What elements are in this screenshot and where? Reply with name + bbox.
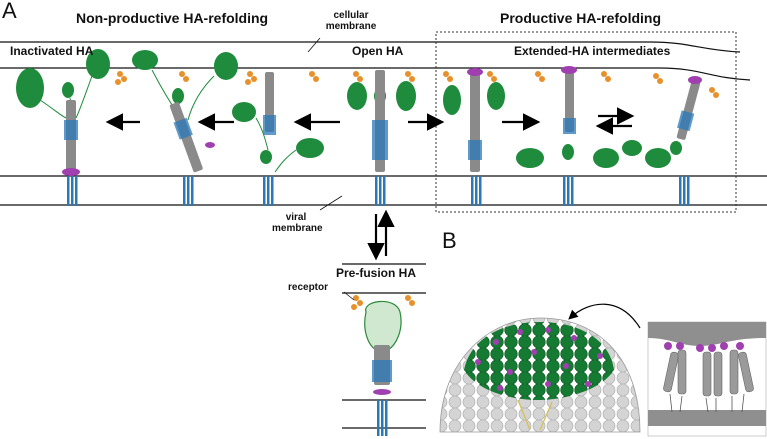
panel-b-letter: B: [442, 228, 457, 253]
extended-ha-label: Extended-HA intermediates: [514, 44, 671, 58]
viral-membrane-pointer: [319, 195, 343, 211]
cellular-membrane-pointer: [307, 37, 321, 53]
viral-membrane-label: viral membrane: [272, 212, 323, 234]
productive-heading: Productive HA-refolding: [500, 10, 662, 26]
receptor-pointer: [343, 291, 355, 301]
prefusion-ha: [351, 295, 415, 436]
extended-intermediate-2: [516, 66, 619, 206]
non-productive-intermediate-1: [132, 50, 238, 206]
cellular-membrane-label: cellular membrane: [325, 10, 377, 32]
inset-membranes: [647, 321, 767, 437]
open-ha-label: Open HA: [352, 44, 404, 58]
prefusion-ha-label: Pre-fusion HA: [336, 266, 417, 280]
panel-a-letter: A: [2, 0, 17, 23]
non-productive-heading: Non-productive HA-refolding: [76, 10, 269, 26]
extended-intermediate-3: [622, 76, 702, 206]
zoom-arrow: [568, 303, 641, 329]
non-productive-intermediate-2: [232, 72, 324, 206]
virion-surface: [439, 317, 641, 433]
extended-intermediate-1: [443, 68, 505, 206]
prefusion-membranes: [342, 263, 426, 429]
arrows-prefusion-equilibrium: [367, 209, 395, 261]
open-ha: [347, 70, 416, 206]
inactivated-ha: [16, 49, 110, 206]
receptors-top: [115, 71, 719, 98]
receptor-label: receptor: [288, 282, 329, 293]
arrows-productive: [408, 107, 635, 135]
inactivated-ha-label: Inactivated HA: [10, 44, 94, 58]
